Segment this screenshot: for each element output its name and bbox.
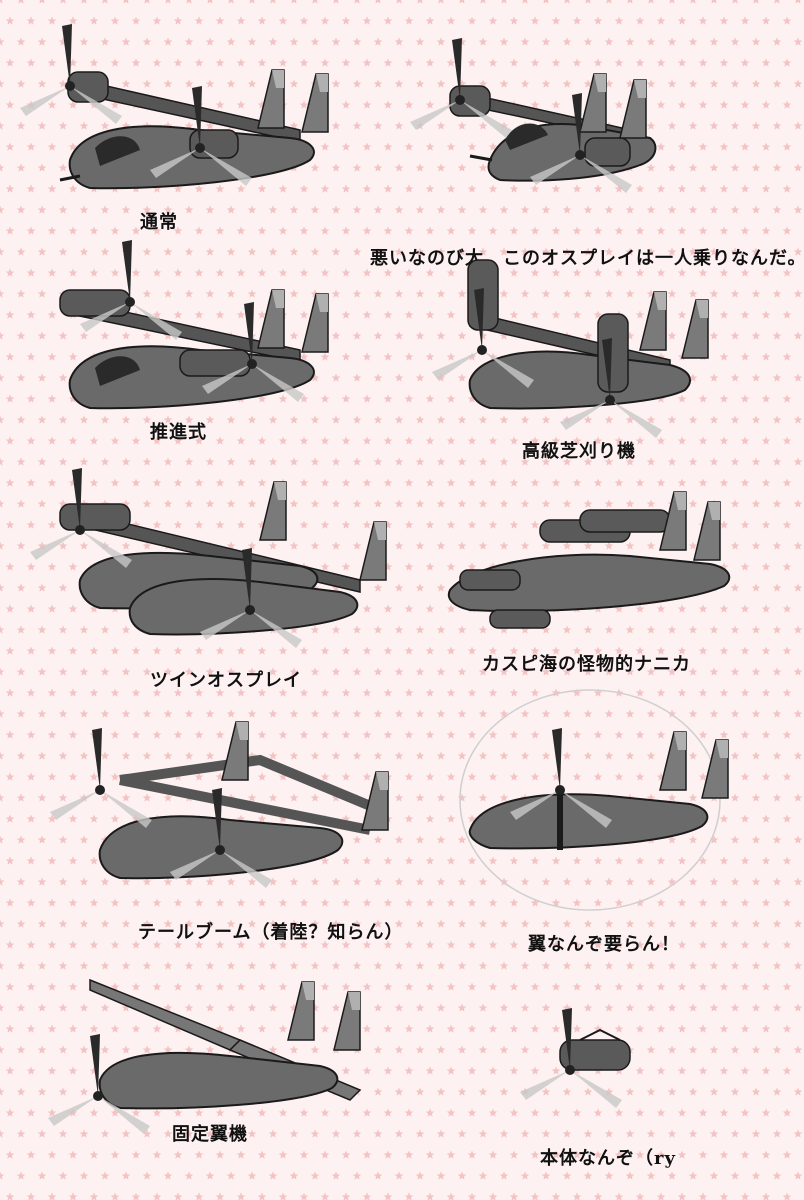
panel-solo: 悪いなのび太、このオスプレイは一人乗りなんだ。 [370,20,804,269]
panel-nowing: 翼なんぞ要らん！ [440,689,740,960]
caption-fixed: 固定翼機 [172,1124,248,1145]
panel-twin: ツインオスプレイ [30,468,400,691]
osprey-illustration [30,468,387,648]
caption-nowing: 翼なんぞ要らん！ [528,934,680,955]
osprey-illustration [520,1008,631,1108]
caption-nobody: 本体なんぞ（ry [540,1148,676,1169]
caption-caspian: カスピ海の怪物的ナニカ [482,654,691,675]
osprey-illustration [59,240,329,410]
osprey-illustration [20,24,329,190]
panel-tailboom: テールブーム（着陸？知らん） [50,720,420,950]
osprey-illustration [447,491,731,629]
osprey-illustration [48,978,362,1134]
osprey-illustration [50,721,389,888]
osprey-illustration [432,259,709,438]
caption-pusher: 推進式 [150,422,207,443]
panel-nobody: 本体なんぞ（ry [520,1000,740,1180]
caption-mower: 高級芝刈り機 [522,441,636,462]
osprey-illustration [410,38,657,193]
panel-pusher: 推進式 [40,240,340,450]
panel-normal: 通常 [20,20,340,233]
caption-normal: 通常 [140,212,178,233]
osprey-illustration [459,689,729,911]
panel-caspian: カスピ海の怪物的ナニカ [430,470,760,680]
panel-mower: 高級芝刈り機 [430,250,730,465]
caption-tailboom: テールブーム（着陸？知らん） [138,922,404,943]
caption-twin: ツインオスプレイ [150,670,302,691]
panel-fixed: 固定翼機 [48,970,380,1150]
